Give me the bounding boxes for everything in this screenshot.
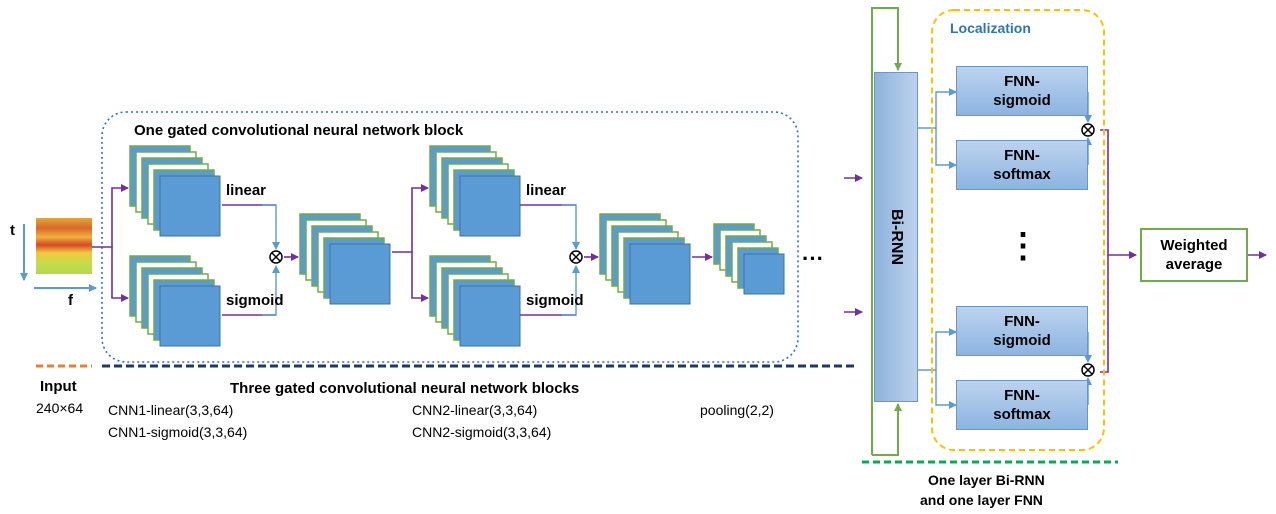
fnn-softmax-1-line1: FNN-: [1004, 147, 1040, 164]
sigmoid-label-2: sigmoid: [526, 292, 584, 309]
vertical-ellipsis: ⋮: [1006, 227, 1040, 265]
fnn-sigmoid-1: FNN- sigmoid: [956, 66, 1088, 116]
three-blocks-caption: Three gated convolutional neural network…: [230, 380, 580, 397]
cnn2-sigmoid-spec: CNN2-sigmoid(3,3,64): [412, 424, 552, 440]
sigmoid-label-1: sigmoid: [226, 292, 284, 309]
birnn-label: Bi-RNN: [888, 209, 905, 265]
input-size: 240×64: [36, 400, 84, 416]
weighted-average-box: Weighted average: [1140, 228, 1248, 282]
horizontal-ellipsis: ···: [802, 246, 824, 271]
fnn-sigmoid-2-line2: sigmoid: [993, 332, 1051, 349]
cnn1-linear-spec: CNN1-linear(3,3,64): [108, 402, 234, 418]
fnn-softmax-1-line2: softmax: [993, 166, 1051, 183]
fnn-softmax-2-line2: softmax: [993, 406, 1051, 423]
linear-label-1: linear: [226, 182, 267, 199]
axis-f-label: f: [68, 292, 73, 309]
weighted-average-line1: Weighted: [1160, 237, 1228, 254]
rnn-fnn-caption-line2: and one layer FNN: [920, 492, 1043, 508]
cnn1-sigmoid-spec: CNN1-sigmoid(3,3,64): [108, 424, 248, 440]
conv-stack-cnn2-linear: [429, 145, 521, 237]
localization-title: Localization: [950, 20, 1031, 36]
conv-stack-cnn1-linear: [129, 145, 221, 237]
birnn-loop: [871, 7, 902, 456]
conv-stack-cnn2-sigmoid: [429, 255, 521, 347]
axis-t-label: t: [10, 222, 15, 239]
localization-box: [931, 9, 1105, 451]
block-title: One gated convolutional neural network b…: [134, 122, 464, 139]
input-spectrogram: [36, 218, 92, 274]
fnn-sigmoid-2-line1: FNN-: [1004, 313, 1040, 330]
weighted-average-line2: average: [1165, 256, 1223, 273]
conv-stack-gated-1: [299, 213, 391, 305]
fnn-softmax-2: FNN- softmax: [956, 380, 1088, 430]
fnn-sigmoid-1-line1: FNN-: [1004, 73, 1040, 90]
conv-stack-cnn1-sigmoid: [129, 255, 221, 347]
conv-stack-pooled: [713, 223, 785, 295]
gate-arrows: [262, 88, 1092, 409]
fnn-softmax-2-line1: FNN-: [1004, 387, 1040, 404]
birnn-block: Bi-RNN: [874, 72, 918, 402]
fnn-sigmoid-2: FNN- sigmoid: [956, 306, 1088, 356]
gated-block-border: [101, 111, 799, 363]
fnn-sigmoid-1-line2: sigmoid: [993, 92, 1051, 109]
rnn-fnn-caption-line1: One layer Bi-RNN: [928, 472, 1045, 488]
pooling-spec: pooling(2,2): [700, 402, 774, 418]
conv-stack-gated-2: [599, 213, 691, 305]
cnn2-linear-spec: CNN2-linear(3,3,64): [412, 402, 538, 418]
fnn-softmax-1: FNN- softmax: [956, 140, 1088, 190]
conv-stacks: [129, 145, 785, 347]
linear-label-2: linear: [526, 182, 567, 199]
input-title: Input: [40, 378, 77, 395]
